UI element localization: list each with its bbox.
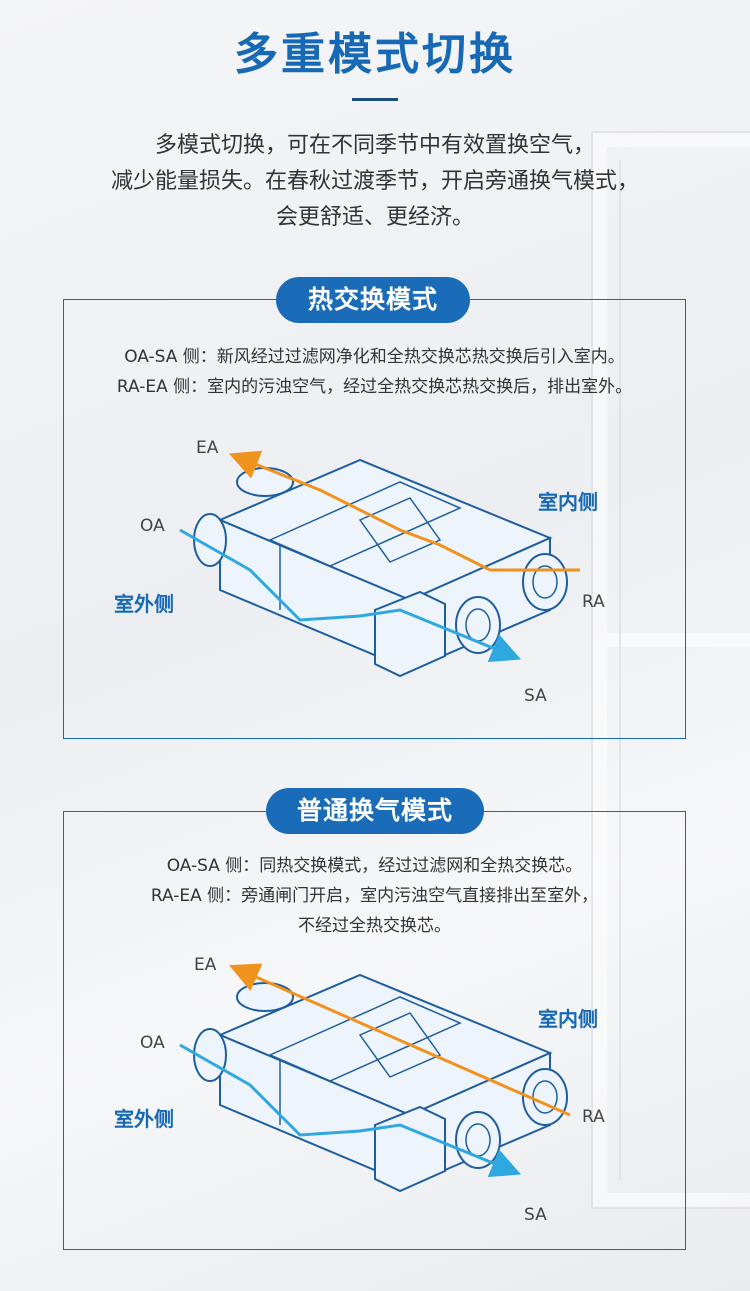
intro-line: 减少能量损失。在春秋过渡季节，开启旁通换气模式， <box>110 169 639 194</box>
normal-ventilation-mode-description: OA-SA 侧：同热交换模式，经过过滤网和全热交换芯。 RA-EA 侧：旁通闸门… <box>63 851 686 941</box>
ra-label: RA <box>582 1107 605 1127</box>
ea-label: EA <box>194 955 217 975</box>
oa-label: OA <box>140 1033 165 1053</box>
page-title: 多重模式切换 <box>234 29 516 80</box>
sa-label: SA <box>524 686 547 706</box>
heat-exchange-mode-badge: 热交换模式 <box>276 277 470 323</box>
description-line: 不经过全热交换芯。 <box>298 916 451 936</box>
heat-exchange-airflow-diagram: EA OA RA SA 室内侧 室外侧 <box>100 420 660 720</box>
intro-line: 会更舒适、更经济。 <box>275 205 474 230</box>
heat-exchange-mode-description: OA-SA 侧：新风经过过滤网净化和全热交换芯热交换后引入室内。 RA-EA 侧… <box>63 342 686 402</box>
sa-label: SA <box>524 1205 547 1225</box>
intro-text: 多模式切换，可在不同季节中有效置换空气， 减少能量损失。在春秋过渡季节，开启旁通… <box>0 128 750 236</box>
description-line: OA-SA 侧：同热交换模式，经过过滤网和全热交换芯。 <box>166 856 583 876</box>
oa-label: OA <box>140 516 165 536</box>
ra-label: RA <box>582 592 605 612</box>
title-divider <box>352 98 398 101</box>
intro-line: 多模式切换，可在不同季节中有效置换空气， <box>154 133 595 158</box>
description-line: RA-EA 侧：旁通闸门开启，室内污浊空气直接排出至室外， <box>150 886 599 906</box>
description-line: RA-EA 侧：室内的污浊空气，经过全热交换芯热交换后，排出室外。 <box>116 377 633 397</box>
description-line: OA-SA 侧：新风经过过滤网净化和全热交换芯热交换后引入室内。 <box>124 347 625 367</box>
ventilator-unit-illustration <box>179 963 571 1193</box>
ventilator-unit-illustration <box>179 450 580 678</box>
indoor-side-label: 室内侧 <box>538 1007 598 1031</box>
normal-ventilation-airflow-diagram: EA OA RA SA 室内侧 室外侧 <box>100 935 660 1235</box>
outdoor-side-label: 室外侧 <box>114 592 174 616</box>
indoor-side-label: 室内侧 <box>538 490 598 514</box>
ea-label: EA <box>196 438 219 458</box>
outdoor-side-label: 室外侧 <box>114 1107 174 1131</box>
normal-ventilation-mode-badge: 普通换气模式 <box>266 788 484 834</box>
